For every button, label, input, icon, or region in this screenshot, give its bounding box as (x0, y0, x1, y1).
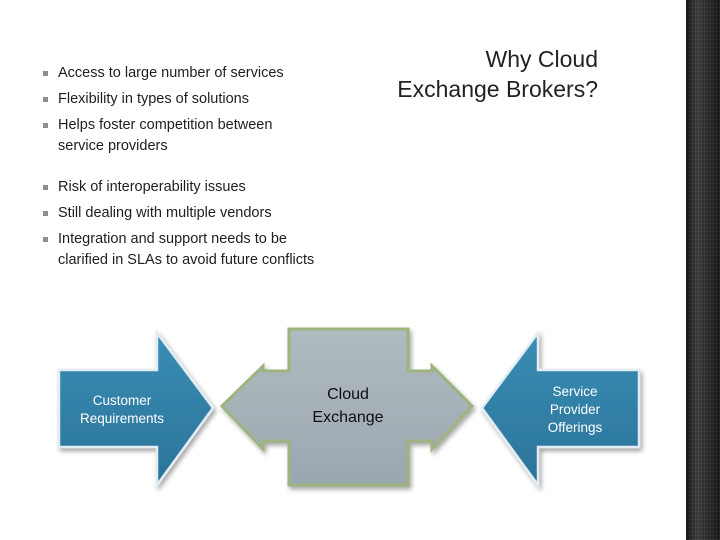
square-bullet-icon (43, 97, 48, 102)
bullet-item: Risk of interoperability issues (42, 177, 322, 198)
right-arrow-label-line-2: Provider (550, 402, 601, 417)
center-box-label-line-1: Cloud (327, 386, 369, 403)
square-bullet-icon (43, 71, 48, 76)
cloud-exchange-box: Cloud Exchange (219, 327, 475, 487)
title-line-1: Why Cloud (485, 46, 598, 72)
bullet-list: Access to large number of services Flexi… (42, 63, 322, 276)
bullet-text: Still dealing with multiple vendors (58, 205, 272, 221)
left-arrow-label-line-1: Customer (93, 393, 152, 408)
bullet-text: Risk of interoperability issues (58, 179, 246, 195)
bullet-text: Helps foster competition between service… (58, 117, 273, 154)
right-arrow-label-line-1: Service (552, 384, 597, 399)
left-arrow-shape (57, 329, 215, 489)
title-line-2: Exchange Brokers? (397, 76, 598, 102)
bullet-text: Integration and support needs to be clar… (58, 231, 315, 268)
square-bullet-icon (43, 123, 48, 128)
slide-title: Why Cloud Exchange Brokers? (298, 44, 598, 104)
square-bullet-icon (43, 211, 48, 216)
service-provider-offerings-arrow: Service Provider Offerings (480, 329, 641, 489)
customer-requirements-arrow: Customer Requirements (57, 329, 215, 489)
bullet-item: Integration and support needs to be clar… (42, 229, 322, 271)
decorative-edge-strip (686, 0, 720, 540)
right-arrow-label-line-3: Offerings (548, 420, 603, 435)
square-bullet-icon (43, 237, 48, 242)
bullet-item: Access to large number of services (42, 63, 322, 84)
bullet-item: Helps foster competition between service… (42, 115, 322, 157)
center-box-label-line-2: Exchange (312, 409, 383, 426)
bullet-item: Still dealing with multiple vendors (42, 203, 322, 224)
bullet-text: Access to large number of services (58, 65, 284, 81)
bullet-item: Flexibility in types of solutions (42, 89, 322, 110)
left-arrow-label-line-2: Requirements (80, 411, 164, 426)
bullet-text: Flexibility in types of solutions (58, 91, 249, 107)
square-bullet-icon (43, 185, 48, 190)
center-exchange-shape (219, 327, 475, 487)
right-arrow-shape (480, 329, 641, 489)
